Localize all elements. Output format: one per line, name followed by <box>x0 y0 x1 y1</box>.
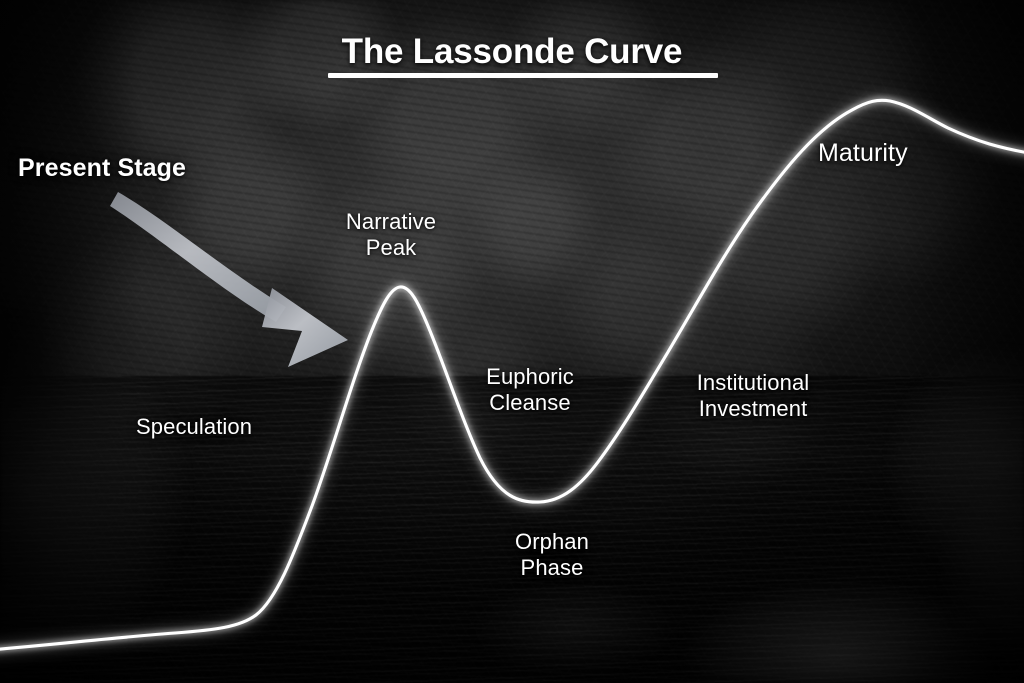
arrow-head-icon <box>262 288 348 367</box>
arrow-shaft-icon <box>110 192 286 322</box>
label-present-stage: Present Stage <box>18 154 187 182</box>
page-title: The Lassonde Curve <box>341 32 683 71</box>
label-speculation: Speculation <box>136 414 253 439</box>
label-narrative-peak: Narrative Peak <box>345 209 437 260</box>
label-euphoric-cleanse: Euphoric Cleanse <box>486 364 574 415</box>
lassonde-curve-line <box>0 98 1024 651</box>
title-underline <box>328 73 718 78</box>
label-maturity: Maturity <box>818 139 908 167</box>
label-institutional-investment: Institutional Investment <box>696 370 810 421</box>
label-orphan-phase: Orphan Phase <box>515 529 589 580</box>
present-stage-arrow <box>110 192 348 367</box>
